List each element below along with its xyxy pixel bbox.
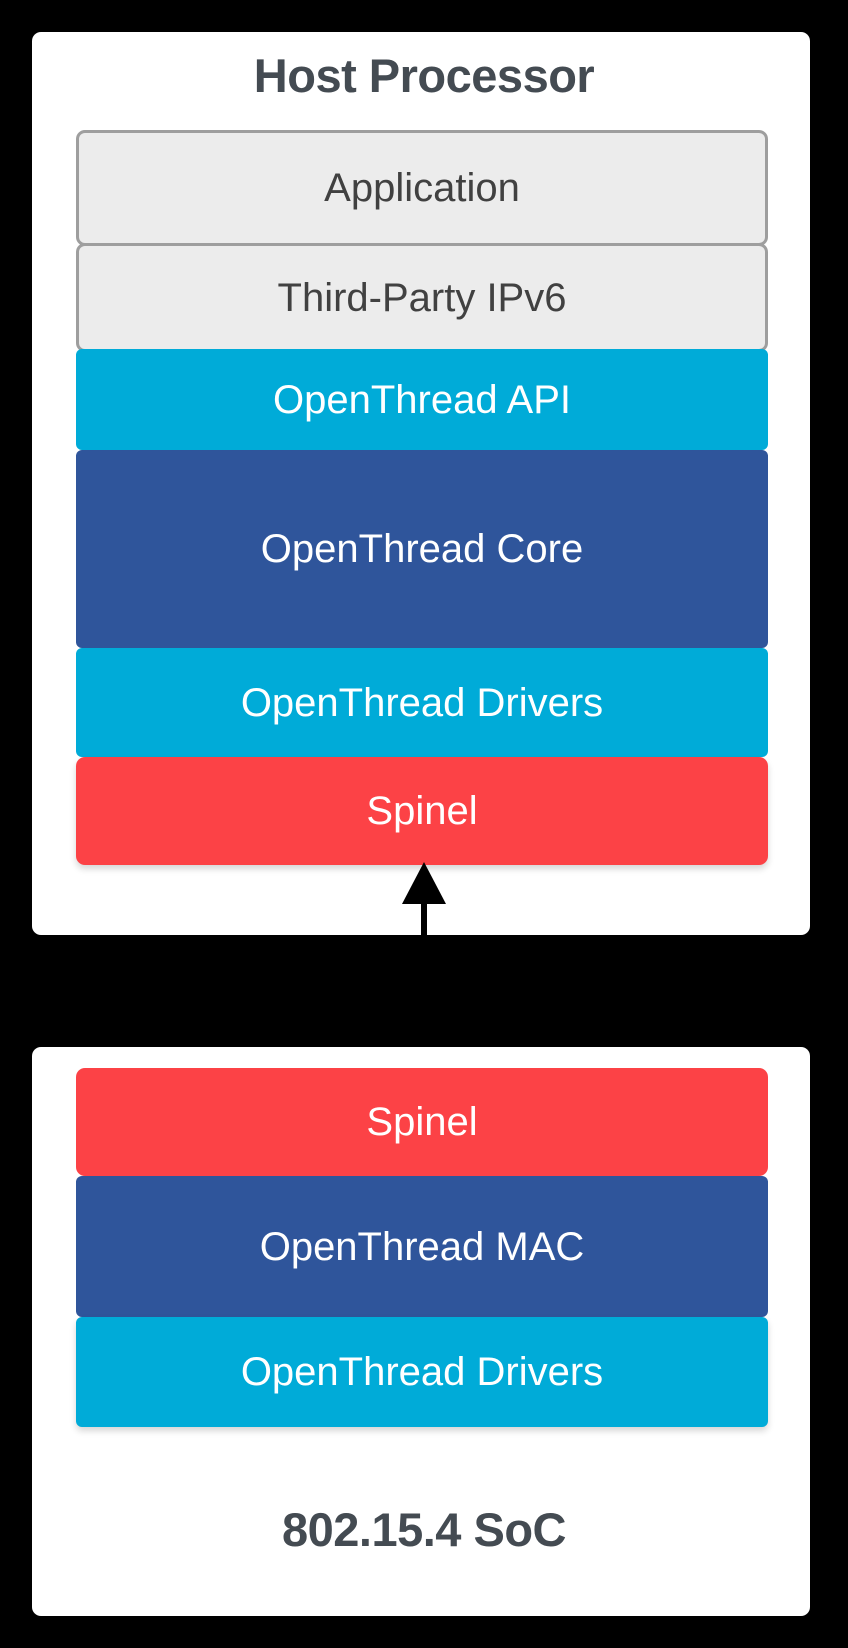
block-openthread-api-label: OpenThread API: [273, 377, 571, 422]
block-openthread-mac-label: OpenThread MAC: [259, 1224, 585, 1269]
block-openthread-core-label: OpenThread Core: [260, 527, 584, 571]
block-openthread-drivers-soc[interactable]: OpenThread Drivers: [76, 1317, 768, 1427]
block-application[interactable]: Application: [76, 130, 768, 246]
host-processor-title: Host Processor: [253, 49, 595, 102]
block-application-label: Application: [324, 166, 520, 210]
block-openthread-mac[interactable]: OpenThread MAC: [76, 1176, 768, 1317]
block-third-party-ipv6-label: Third-Party IPv6: [277, 275, 567, 320]
block-spinel-host[interactable]: Spinel: [76, 757, 768, 865]
block-openthread-api[interactable]: OpenThread API: [76, 349, 768, 450]
block-openthread-drivers-host[interactable]: OpenThread Drivers: [76, 648, 768, 757]
block-openthread-drivers-soc-label: OpenThread Drivers: [240, 1350, 604, 1394]
block-spinel-soc[interactable]: Spinel: [76, 1068, 768, 1176]
block-openthread-core[interactable]: OpenThread Core: [76, 450, 768, 648]
block-openthread-drivers-host-label: OpenThread Drivers: [240, 680, 604, 725]
block-spinel-soc-label: Spinel: [366, 1100, 478, 1144]
soc-panel-title: 802.15.4 SoC: [281, 1503, 567, 1556]
block-spinel-host-label: Spinel: [366, 789, 478, 833]
block-third-party-ipv6[interactable]: Third-Party IPv6: [76, 243, 768, 352]
